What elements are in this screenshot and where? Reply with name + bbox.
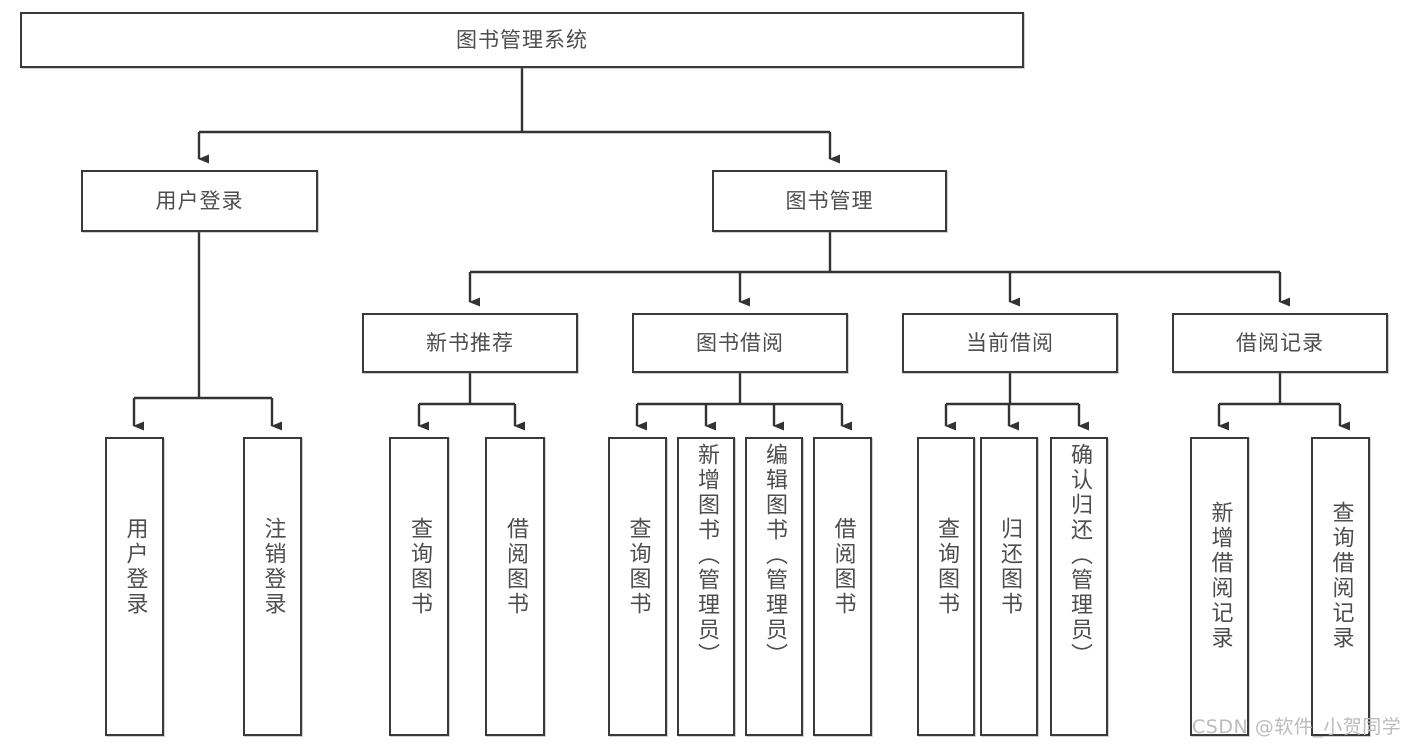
node-label: 借阅记录 [1236,330,1324,355]
node-label: 确认归还（管理员） [1066,443,1092,668]
node-leaf-borrow-book-recommendation[interactable]: 借阅图书 [485,437,545,736]
node-leaf-return-book[interactable]: 归还图书 [980,437,1038,736]
node-label: 新书推荐 [426,330,514,355]
node-leaf-query-book-borrowing[interactable]: 查询图书 [608,437,667,736]
node-root-book-management-system[interactable]: 图书管理系统 [20,12,1024,68]
node-leaf-query-book-current[interactable]: 查询图书 [917,437,975,736]
node-book-borrowing[interactable]: 图书借阅 [632,313,848,373]
node-label: 新增图书（管理员） [693,443,719,668]
csdn-watermark: CSDN @软件_小贺同学 [1192,716,1402,738]
node-label: 图书借阅 [696,330,784,355]
node-label: 图书管理 [785,188,874,213]
node-new-book-recommendation[interactable]: 新书推荐 [362,313,578,373]
node-leaf-borrow-book-borrowing[interactable]: 借阅图书 [813,437,872,736]
node-borrowing-records[interactable]: 借阅记录 [1172,313,1388,373]
node-leaf-confirm-return-admin[interactable]: 确认归还（管理员） [1050,437,1108,736]
node-book-management[interactable]: 图书管理 [712,170,947,232]
node-label: 注销登录 [260,517,286,617]
node-label: 借阅图书 [502,517,528,617]
node-leaf-query-book-recommendation[interactable]: 查询图书 [389,437,449,736]
node-leaf-add-borrowing-record[interactable]: 新增借阅记录 [1190,437,1249,736]
node-label: 用户登录 [122,517,148,617]
node-label: 查询图书 [406,517,432,617]
node-leaf-user-login[interactable]: 用户登录 [105,437,164,736]
node-label: 用户登录 [155,188,244,213]
node-leaf-user-logout[interactable]: 注销登录 [243,437,302,736]
node-label: 查询图书 [625,517,651,617]
node-label: 查询图书 [933,517,959,617]
node-leaf-edit-book-admin[interactable]: 编辑图书（管理员） [745,437,803,736]
node-label: 当前借阅 [966,330,1054,355]
node-label: 归还图书 [996,517,1022,617]
node-current-borrowing[interactable]: 当前借阅 [902,313,1118,373]
node-label: 借阅图书 [830,517,856,617]
node-leaf-add-book-admin[interactable]: 新增图书（管理员） [677,437,735,736]
node-user-login[interactable]: 用户登录 [81,170,318,232]
node-leaf-query-borrowing-record[interactable]: 查询借阅记录 [1311,437,1370,736]
node-label: 编辑图书（管理员） [761,443,787,668]
node-label: 查询借阅记录 [1328,501,1354,651]
node-label: 新增借阅记录 [1207,501,1233,651]
node-label: 图书管理系统 [456,27,588,52]
